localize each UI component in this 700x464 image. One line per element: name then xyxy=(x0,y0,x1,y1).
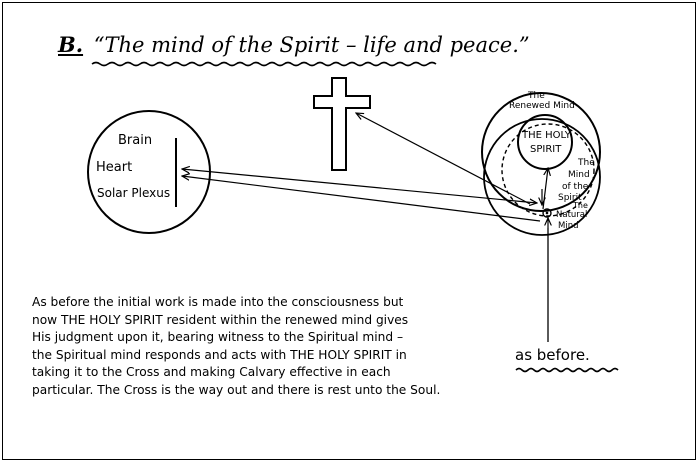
arrow-solar-plexus xyxy=(182,176,541,222)
label-holy-spirit-2: SPIRIT xyxy=(530,144,562,155)
mind-of-spirit-circle xyxy=(501,123,595,217)
label-mind-of-spirit-1: The xyxy=(578,158,595,168)
page-title: B. “The mind of the Spirit – life and pe… xyxy=(58,32,530,57)
as-before-label: as before. xyxy=(515,346,590,364)
label-natural-mind-1: The xyxy=(573,201,588,210)
label-holy-spirit-1: THE HOLY xyxy=(522,130,571,141)
arrow-soul-to-spirit xyxy=(542,168,548,210)
title-text: “The mind of the Spirit – life and peace… xyxy=(93,33,530,57)
cross-icon xyxy=(313,77,371,171)
description-line: taking it to the Cross and making Calvar… xyxy=(32,365,391,380)
soul-node xyxy=(542,208,552,218)
label-mind-of-spirit-2: Mind xyxy=(568,170,590,180)
title-section-letter: B. xyxy=(58,32,84,57)
label-brain: Brain xyxy=(118,133,153,148)
label-solar-plexus: Solar Plexus xyxy=(97,186,171,200)
label-renewed-mind-2: Renewed Mind xyxy=(509,101,575,111)
holy-spirit-circle xyxy=(517,114,573,170)
label-heart: Heart xyxy=(96,160,133,175)
title-wavy-underline xyxy=(91,61,437,67)
label-mind-of-spirit-4: Spirit xyxy=(558,193,582,203)
label-natural-mind-2: Natural xyxy=(556,210,588,220)
as-before-wavy-underline xyxy=(515,367,619,373)
description-paragraph: As before the initial work is made into … xyxy=(32,294,502,400)
description-line: particular. The Cross is the way out and… xyxy=(32,382,441,397)
description-line: the Spiritual mind responds and acts wit… xyxy=(32,347,407,362)
page-frame xyxy=(2,2,696,460)
renewed-mind-circle xyxy=(481,92,601,212)
label-renewed-mind-1: The xyxy=(528,91,545,101)
description-line: now THE HOLY SPIRIT resident within the … xyxy=(32,312,409,327)
label-mind-of-spirit-3: of the xyxy=(562,182,589,192)
description-line: As before the initial work is made into … xyxy=(32,295,404,309)
description-line: His judgment upon it, bearing witness to… xyxy=(32,330,404,345)
arrow-heart-to-renewed xyxy=(182,169,537,203)
label-natural-mind-3: Mind xyxy=(558,221,579,231)
